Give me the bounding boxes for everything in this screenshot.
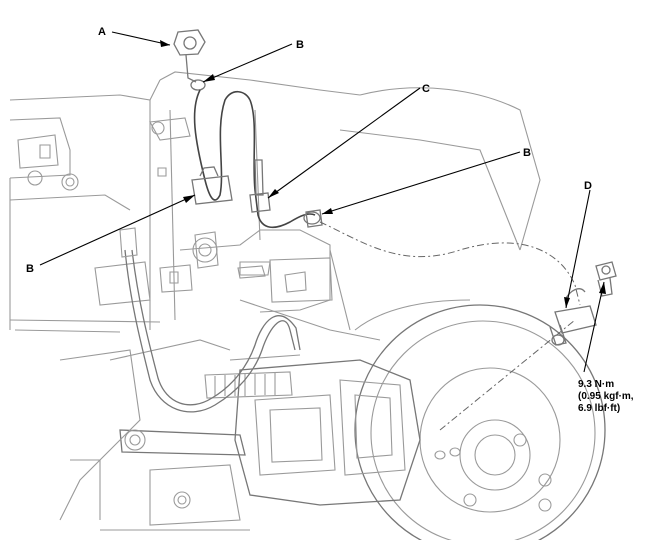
- lower-arm: [59, 339, 250, 531]
- brake-disc: [354, 299, 606, 540]
- callout-b-right: B: [523, 147, 531, 159]
- callout-b-left: B: [26, 263, 34, 275]
- sensor-mounting-bolt: [595, 261, 617, 297]
- leader-lines: [39, 31, 606, 373]
- callout-c: C: [422, 83, 430, 95]
- torque-spec-line-1: 9.3 N·m: [578, 379, 614, 390]
- callout-d: D: [584, 180, 592, 192]
- torque-spec-line-2: (0.95 kgf·m,: [578, 391, 634, 402]
- wheel-speed-sensor: [549, 288, 597, 346]
- torque-spec: 9.3 N·m (0.95 kgf·m, 6.9 lbf·ft): [578, 379, 634, 414]
- brake-caliper: [204, 354, 421, 506]
- callout-b-top: B: [296, 39, 304, 51]
- callout-a: A: [98, 26, 106, 38]
- wheel-sensor-harness: [173, 29, 323, 279]
- brake-hose: [119, 227, 301, 413]
- torque-spec-line-3: 6.9 lbf·ft): [578, 403, 620, 414]
